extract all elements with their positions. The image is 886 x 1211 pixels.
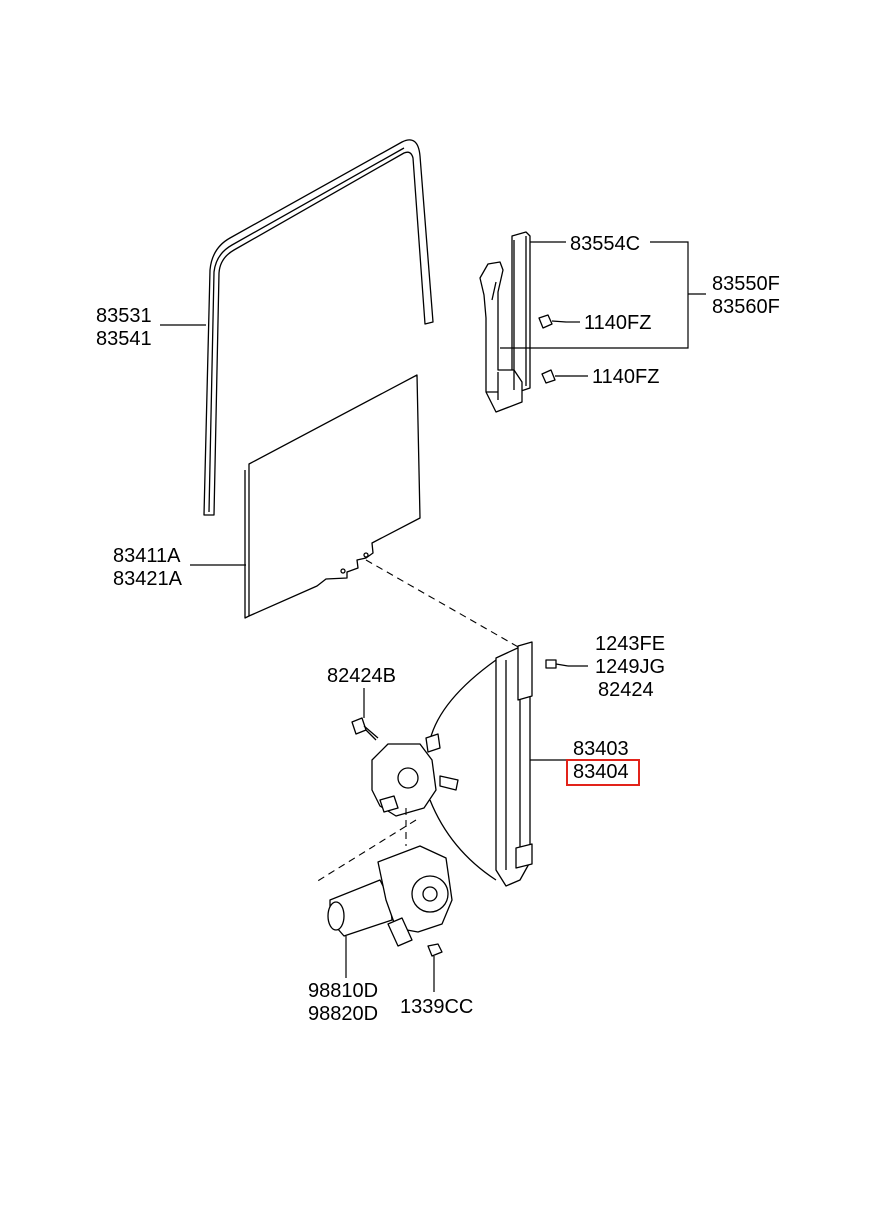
- leader-lines: [160, 241, 706, 992]
- label-bolt-lower: 1140FZ: [592, 366, 659, 388]
- label-bolt-regulator-c: 82424: [598, 679, 654, 701]
- assembly-line: [365, 559, 521, 649]
- rear-guide-rail: [479, 231, 531, 413]
- label-motor-a: 98810D: [308, 980, 378, 1002]
- label-nut-motor: 1339CC: [400, 996, 473, 1018]
- label-channel-b: 83541: [96, 328, 152, 350]
- label-bolt-regulator-a: 1243FE: [595, 633, 665, 655]
- assembly-line: [315, 819, 417, 883]
- door-glass: [244, 374, 421, 619]
- bolt-icon: [545, 659, 569, 669]
- label-regulator-b: 83404: [573, 761, 629, 783]
- glass-run-channel: [203, 139, 434, 516]
- highlight-box: [566, 759, 640, 786]
- label-guide-rail: 83554C: [570, 233, 640, 255]
- window-regulator: [371, 641, 533, 887]
- regulator-motor: [327, 845, 453, 947]
- bolt-icon: [541, 369, 570, 384]
- label-regulator-a: 83403: [573, 738, 629, 760]
- label-bolt-left: 82424B: [327, 665, 396, 687]
- label-bolt-upper: 1140FZ: [584, 312, 651, 334]
- label-channel-a: 83531: [96, 305, 152, 327]
- bolt-icon: [538, 314, 567, 329]
- label-glass-b: 83421A: [113, 568, 183, 590]
- label-motor-b: 98820D: [308, 1003, 378, 1025]
- nut-icon: [427, 943, 443, 957]
- label-glass-a: 83411A: [113, 545, 181, 567]
- bolt-icon: [351, 717, 379, 741]
- label-bolt-regulator-b: 1249JG: [595, 656, 665, 678]
- label-guide-assy-b: 83560F: [712, 296, 780, 318]
- label-guide-assy-a: 83550F: [712, 273, 780, 295]
